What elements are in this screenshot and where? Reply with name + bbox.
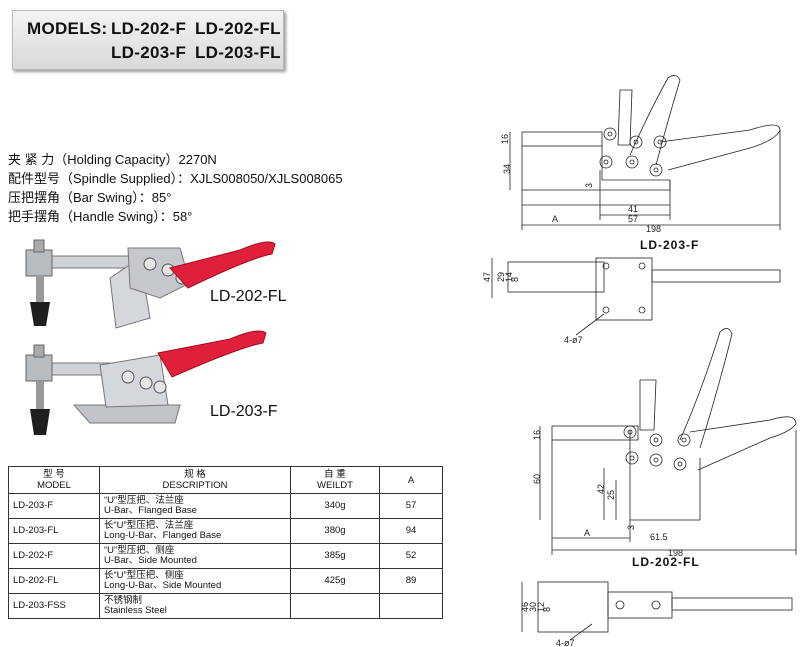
- header-a: A: [379, 466, 443, 494]
- dim-198: 198: [646, 224, 661, 234]
- dim-hole: 4-ø7: [556, 638, 575, 647]
- cell-weight: 380g: [290, 518, 380, 544]
- models-prefix: MODELS:: [27, 19, 108, 38]
- dim-a: A: [552, 214, 558, 224]
- dim-47: 47: [482, 272, 492, 282]
- dim-8: 8: [542, 607, 552, 612]
- dim-198: 198: [668, 548, 683, 558]
- dim-41: 41: [628, 204, 638, 214]
- model-label: LD-202-F: [111, 19, 187, 38]
- dim-42: 42: [596, 484, 606, 494]
- dim-30: 30: [528, 602, 538, 612]
- cell-a: [379, 593, 443, 619]
- dim-3: 3: [584, 183, 594, 188]
- models-header: MODELS: LD-202-F LD-202-FL LD-203-F LD-2…: [12, 10, 284, 70]
- photo-label-ld-203-f: LD-203-F: [210, 403, 278, 420]
- cell-model: LD-203-FL: [8, 518, 100, 544]
- dim-25: 25: [606, 490, 616, 500]
- cell-a: 94: [379, 518, 443, 544]
- drawing-ld-202-fl: 16 60 42 25 3 A 61.5 198 46 30 12 8 4-ø7: [520, 328, 797, 647]
- dim-8: 8: [510, 277, 520, 282]
- cell-model: LD-203-F: [8, 493, 100, 519]
- spec-holding-capacity: 夹 紧 力（Holding Capacity）2270N: [8, 152, 217, 167]
- dim-61-5: 61.5: [650, 532, 668, 542]
- cell-weight: 425g: [290, 568, 380, 594]
- cell-a: 52: [379, 543, 443, 569]
- dim-12: 12: [536, 602, 546, 612]
- dim-60: 60: [532, 474, 542, 484]
- cell-weight: 385g: [290, 543, 380, 569]
- dim-hole: 4-ø7: [564, 335, 583, 345]
- model-label: LD-203-FL: [195, 43, 281, 62]
- clamp-photo-ld-202-fl: [25, 239, 276, 329]
- spec-spindle: 配件型号（Spindle Supplied）：XJLS008050/XJLS00…: [8, 171, 343, 186]
- cell-weight: [290, 593, 380, 619]
- dim-29: 29: [496, 272, 506, 282]
- cell-a: 89: [379, 568, 443, 594]
- cell-model: LD-202-F: [8, 543, 100, 569]
- dim-16: 16: [500, 134, 510, 144]
- model-label: LD-203-F: [111, 43, 187, 62]
- dim-34: 34: [502, 164, 512, 174]
- dim-16: 16: [532, 430, 542, 440]
- dim-46: 46: [520, 602, 530, 612]
- cell-model: LD-203-FSS: [8, 593, 100, 619]
- drawing-title-ld-203-f: LD-203-F: [640, 238, 700, 252]
- photo-label-ld-202-fl: LD-202-FL: [210, 288, 287, 305]
- model-label: LD-202-FL: [195, 19, 281, 38]
- drawing-title-ld-202-fl: LD-202-FL: [632, 555, 700, 569]
- dim-14: 14: [504, 272, 514, 282]
- drawing-ld-203-f: 16 34 3 41 A 57 198 47 29 14 8 4-ø7: [482, 75, 781, 345]
- clamp-photo-ld-203-f: [25, 330, 267, 435]
- spec-bar-swing: 压把摆角（Bar Swing）：85°: [8, 190, 172, 205]
- cell-model: LD-202-FL: [8, 568, 100, 594]
- dim-a: A: [584, 528, 590, 538]
- dim-3: 3: [626, 525, 636, 530]
- cell-weight: 340g: [290, 493, 380, 519]
- spec-list: 夹 紧 力（Holding Capacity）2270N 配件型号（Spindl…: [8, 150, 343, 226]
- dim-57: 57: [628, 214, 638, 224]
- cell-a: 57: [379, 493, 443, 519]
- spec-handle-swing: 把手摆角（Handle Swing）：58°: [8, 209, 193, 224]
